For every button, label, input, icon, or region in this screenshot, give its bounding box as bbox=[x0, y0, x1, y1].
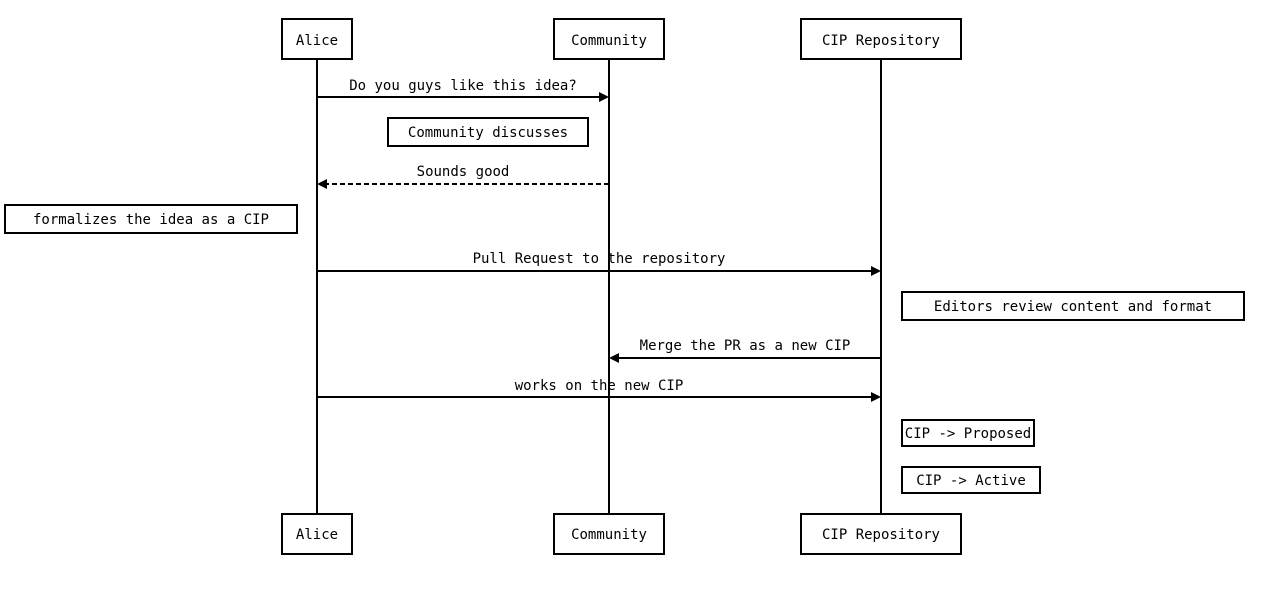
message-alice-works-on-cip: works on the new CIP bbox=[317, 378, 881, 402]
participant-community-bottom: Community bbox=[553, 513, 665, 555]
arrowhead bbox=[599, 92, 609, 102]
message-label: Sounds good bbox=[417, 164, 510, 180]
participant-cip-repository-top: CIP Repository bbox=[800, 18, 962, 60]
note-community-discusses: Community discusses bbox=[387, 117, 589, 147]
participant-alice-bottom: Alice bbox=[281, 513, 353, 555]
note-label: CIP -> Active bbox=[916, 473, 1026, 489]
note-editors-review: Editors review content and format bbox=[901, 291, 1245, 321]
message-label: works on the new CIP bbox=[515, 378, 684, 394]
participant-community-top: Community bbox=[553, 18, 665, 60]
message-label: Do you guys like this idea? bbox=[349, 78, 577, 94]
message-repository-to-community: Merge the PR as a new CIP bbox=[609, 338, 881, 363]
participant-label: Community bbox=[571, 527, 647, 543]
note-cip-proposed: CIP -> Proposed bbox=[901, 419, 1035, 447]
participant-cip-repository-bottom: CIP Repository bbox=[800, 513, 962, 555]
message-alice-to-community: Do you guys like this idea? bbox=[317, 78, 609, 102]
arrowhead bbox=[871, 392, 881, 402]
note-label: Editors review content and format bbox=[934, 299, 1212, 315]
participant-alice-top: Alice bbox=[281, 18, 353, 60]
message-label: Pull Request to the repository bbox=[473, 251, 726, 267]
note-label: formalizes the idea as a CIP bbox=[33, 212, 269, 228]
message-community-to-alice: Sounds good bbox=[317, 164, 609, 189]
arrowhead bbox=[871, 266, 881, 276]
note-cip-active: CIP -> Active bbox=[901, 466, 1041, 494]
participant-label: Community bbox=[571, 33, 647, 49]
message-label: Merge the PR as a new CIP bbox=[640, 338, 851, 354]
participant-label: Alice bbox=[296, 527, 338, 543]
participant-label: CIP Repository bbox=[822, 33, 940, 49]
note-formalizes-idea: formalizes the idea as a CIP bbox=[4, 204, 298, 234]
arrowhead bbox=[317, 179, 327, 189]
note-label: Community discusses bbox=[408, 125, 568, 141]
note-label: CIP -> Proposed bbox=[905, 426, 1031, 442]
participant-label: Alice bbox=[296, 33, 338, 49]
participant-label: CIP Repository bbox=[822, 527, 940, 543]
arrowhead bbox=[609, 353, 619, 363]
message-alice-to-repository: Pull Request to the repository bbox=[317, 251, 881, 276]
